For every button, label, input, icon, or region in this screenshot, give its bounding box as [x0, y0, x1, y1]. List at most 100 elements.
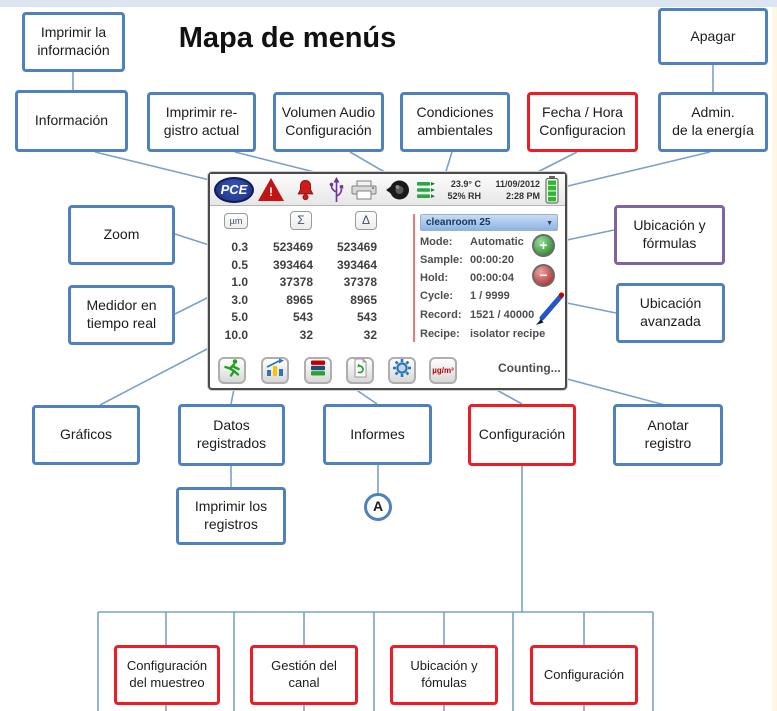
node-ubicacion-formulas: Ubicación y fórmulas — [614, 205, 725, 265]
speaker-icon[interactable] — [385, 178, 410, 207]
layers-icon — [308, 358, 328, 383]
settings-button[interactable] — [388, 357, 416, 384]
node-label: Admin. de la energía — [672, 104, 754, 138]
channel-size: 1.0 — [231, 275, 248, 290]
cumulative-column-header-button[interactable]: Σ — [290, 211, 312, 230]
differential-count: 523469 — [336, 240, 377, 254]
node-label: Imprimir los registros — [194, 498, 268, 532]
node-admin-energia: Admin. de la energía — [658, 92, 768, 152]
printer-icon[interactable] — [350, 180, 378, 206]
gear-icon — [392, 358, 412, 383]
alarm-warning-icon[interactable]: ! — [258, 178, 284, 201]
differential-count: 32 — [363, 328, 377, 342]
page-title: Mapa de menús — [178, 22, 397, 54]
node-label: A — [372, 498, 384, 515]
sample-list-icon[interactable] — [416, 181, 436, 205]
ugm3-label: µg/m³ — [432, 366, 454, 375]
field-label: Recipe: — [420, 328, 460, 340]
differential-column-header-button[interactable]: Δ — [355, 211, 377, 230]
differential-count: 8965 — [350, 292, 377, 307]
report-document-icon — [350, 357, 370, 383]
time-value: 2:28 PM — [505, 191, 540, 202]
cumulative-count: 543 — [292, 310, 313, 325]
node-graficos: Gráficos — [32, 405, 140, 465]
node-label: Gráficos — [59, 426, 113, 443]
node-ubicacion-fomulas: Ubicación y fómulas — [390, 645, 498, 705]
node-configuracion-2: Configuración — [530, 645, 638, 705]
edit-pencil-icon[interactable] — [532, 290, 568, 333]
cumulative-count: 32 — [299, 328, 313, 342]
node-label: Fecha / Hora Configuracion — [539, 104, 626, 138]
node-label: Volumen Audio Configuración — [281, 104, 376, 138]
node-label: Informes — [350, 425, 405, 442]
device-status-bar: PCE ! 23.9° C 52% RH 11/09/2012 — [210, 174, 565, 206]
alarm-bell-icon[interactable] — [294, 178, 317, 207]
node-imprimir-la-informacion: Imprimir la información — [22, 12, 125, 72]
channel-size: 5.0 — [231, 310, 248, 325]
field-label: Cycle: — [420, 290, 454, 302]
increase-button[interactable]: + — [532, 234, 555, 257]
pce-logo: PCE — [214, 177, 254, 203]
node-label: Datos registrados — [196, 417, 267, 451]
channel-size: 3.0 — [231, 292, 248, 307]
chevron-down-icon: ▼ — [546, 220, 553, 227]
particle-row: 0.3 523469 523469 — [214, 240, 384, 254]
node-datos-registrados: Datos registrados — [178, 404, 285, 466]
node-label: Zoom — [103, 226, 140, 243]
node-informacion: Información — [15, 90, 128, 152]
particle-row: 10.0 32 32 — [214, 328, 384, 342]
node-imprimir-los-registros: Imprimir los registros — [176, 487, 286, 545]
decrease-button[interactable]: − — [532, 264, 555, 287]
node-zoom: Zoom — [68, 205, 175, 265]
cumulative-count: 523469 — [272, 240, 313, 254]
humidity-value: 52% RH — [447, 191, 481, 202]
mass-unit-button[interactable]: µg/m³ — [429, 357, 457, 384]
realtime-meter-button[interactable] — [218, 357, 246, 384]
field-label: Mode: — [420, 236, 453, 248]
node-connector-a: A — [364, 493, 392, 521]
channel-size: 0.5 — [231, 257, 248, 272]
node-configuracion-muestreo: Configuración del muestreo — [114, 645, 220, 705]
panel-separator — [413, 214, 415, 342]
sample-field: Hold:00:00:04 — [420, 272, 514, 284]
temperature-value: 23.9° C — [450, 179, 481, 189]
node-label: Gestión del canal — [271, 658, 337, 690]
field-label: Record: — [420, 309, 462, 321]
reports-button[interactable] — [346, 357, 374, 384]
node-label: Ubicación y fómulas — [410, 658, 478, 690]
channel-size: 10.0 — [224, 328, 248, 342]
node-volumen-audio: Volumen Audio Configuración — [273, 92, 384, 152]
field-value: isolator recipe — [470, 328, 546, 340]
node-label: Imprimir re- gistro actual — [163, 104, 240, 138]
node-ubicacion-avanzada: Ubicación avanzada — [616, 283, 725, 343]
sample-field: Recipe: isolator recipe — [420, 328, 545, 340]
node-label: Información — [34, 112, 109, 129]
node-label: Anotar registro — [644, 417, 692, 451]
right-edge-strip — [772, 7, 777, 711]
field-value: Automatic — [470, 236, 524, 248]
size-column-header-button[interactable]: µm — [224, 213, 248, 229]
sample-field: Mode: Automatic — [420, 236, 524, 248]
channel-size: 0.3 — [231, 240, 248, 254]
counting-status: Counting... — [498, 361, 561, 375]
differential-count: 393464 — [336, 257, 377, 272]
node-informes: Informes — [323, 404, 432, 465]
date-value: 11/09/2012 — [495, 179, 540, 189]
graphs-button[interactable] — [261, 357, 289, 384]
location-dropdown[interactable]: cleanroom 25 ▼ — [420, 214, 558, 231]
logged-data-button[interactable] — [304, 357, 332, 384]
sample-field: Cycle:1 / 9999 — [420, 290, 510, 302]
cumulative-count: 37378 — [279, 275, 313, 290]
sample-field: Record:1521 / 40000 — [420, 309, 534, 321]
node-apagar: Apagar — [658, 8, 768, 65]
node-label: Ubicación avanzada — [639, 295, 702, 329]
node-condiciones-ambientales: Condiciones ambientales — [400, 92, 510, 152]
bar-chart-icon — [265, 358, 285, 383]
node-anotar-registro: Anotar registro — [613, 404, 723, 466]
field-label: Hold: — [420, 272, 449, 284]
